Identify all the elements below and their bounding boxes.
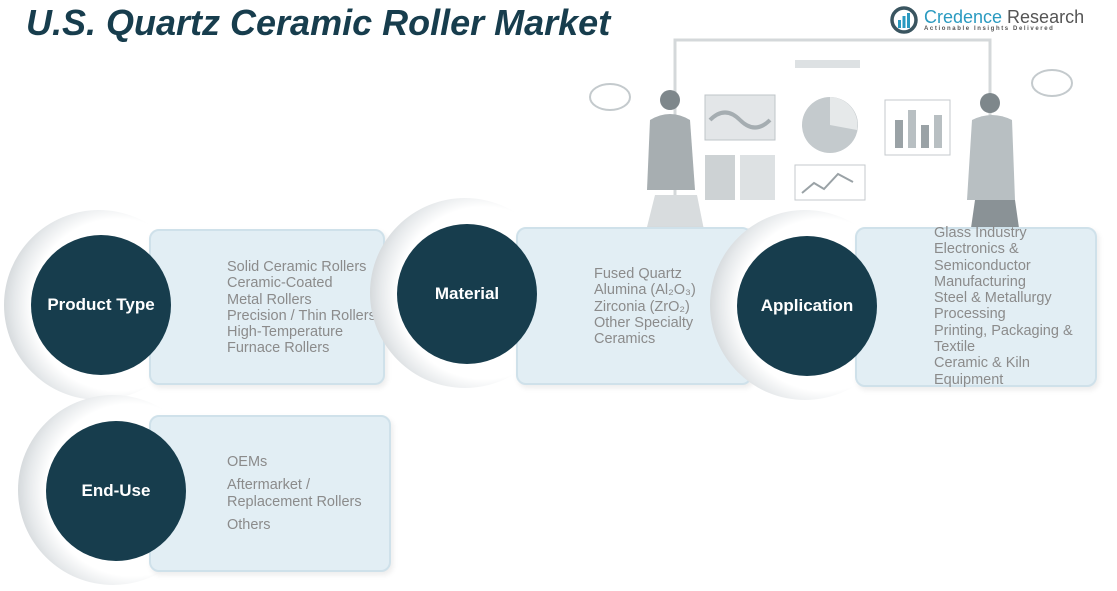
product-type-items: Solid Ceramic Rollers Ceramic-Coated Met… <box>227 259 377 357</box>
list-item: Aftermarket / Replacement Rollers <box>227 477 362 510</box>
segment-circle-application: Application <box>737 236 877 376</box>
page-title: U.S. Quartz Ceramic Roller Market <box>26 2 611 43</box>
list-item: Alumina (Al₂O₃) <box>594 282 696 299</box>
end-use-items: OEMs Aftermarket / Replacement Rollers O… <box>227 454 367 533</box>
list-item: Others <box>227 516 271 533</box>
application-items: Glass Industry Electronics & Semiconduct… <box>934 225 1084 388</box>
list-item: Electronics & Semiconductor Manufacturin… <box>934 241 1031 290</box>
segment-circle-product-type: Product Type <box>31 235 171 375</box>
logo: Credence Research Actionable Insights De… <box>890 6 1084 34</box>
list-item: Ceramic-Coated Metal Rollers <box>227 275 333 308</box>
segment-circle-material: Material <box>397 224 537 364</box>
list-item: Precision / Thin Rollers <box>227 307 376 324</box>
application-box <box>855 227 1097 387</box>
presentation-illustration <box>589 38 1073 235</box>
list-item: High-Temperature Furnace Rollers <box>227 324 344 357</box>
material-items: Fused Quartz Alumina (Al₂O₃) Zirconia (Z… <box>594 266 709 347</box>
list-item: Fused Quartz <box>594 266 682 282</box>
credence-logo-icon <box>890 6 918 34</box>
product-type-box <box>149 229 385 385</box>
list-item: Printing, Packaging & Textile <box>934 322 1073 356</box>
list-item: Other Specialty Ceramics <box>594 314 694 348</box>
brand-second: Research <box>1002 7 1085 27</box>
list-item: Zirconia (ZrO₂) <box>594 298 690 315</box>
end-use-box <box>149 415 391 572</box>
logo-tagline: Actionable Insights Delivered <box>924 26 1055 32</box>
list-item: Glass Industry <box>934 225 1027 241</box>
brand-first: Credence <box>924 7 1003 27</box>
list-item: Solid Ceramic Rollers <box>227 259 367 275</box>
list-item: Steel & Metallurgy Processing <box>934 290 1052 323</box>
list-item: OEMs <box>227 454 268 470</box>
segment-circle-end-use: End-Use <box>46 421 186 561</box>
list-item: Ceramic & Kiln Equipment <box>934 355 1030 388</box>
